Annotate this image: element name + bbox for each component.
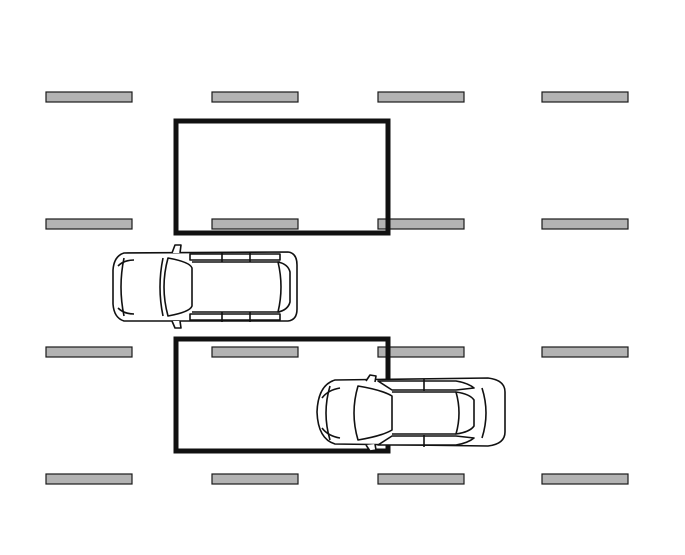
suv-side-window-bottom	[189, 313, 281, 321]
lane-mark	[377, 346, 465, 358]
lane-mark	[211, 473, 299, 485]
sedan-headlight-top	[321, 387, 341, 399]
suv-rear-window	[277, 261, 291, 313]
suv-body	[112, 251, 298, 322]
sedan-trunk	[481, 387, 487, 439]
suv-windshield	[163, 257, 193, 317]
lane-mark	[377, 91, 465, 103]
sedan-windshield	[353, 385, 393, 441]
sedan-mirror-top	[365, 374, 377, 383]
suv-vehicle	[112, 244, 298, 329]
suv-headlight-bottom	[117, 307, 135, 315]
lane-mark	[377, 218, 465, 230]
lane-mark	[211, 218, 299, 230]
lane-mark	[211, 346, 299, 358]
sedan-side-bottom	[377, 435, 475, 446]
lane-mark	[541, 473, 629, 485]
sedan-mirror-bottom	[365, 443, 377, 452]
upper-zone-outline	[173, 118, 391, 236]
suv-mirror-top	[171, 244, 182, 254]
sedan-headlight-bottom	[321, 427, 341, 439]
lane-mark	[45, 218, 133, 230]
lane-markings	[45, 91, 629, 485]
suv-hood-line	[159, 257, 164, 317]
lane-mark	[541, 218, 629, 230]
sedan-hood	[325, 385, 331, 441]
lane-mark	[541, 346, 629, 358]
suv-mirror-bottom	[171, 320, 182, 329]
lane-mark	[541, 91, 629, 103]
lane-mark	[45, 346, 133, 358]
sedan-vehicle	[316, 374, 506, 452]
suv-headlight-top	[117, 259, 135, 267]
lane-mark	[45, 473, 133, 485]
lane-mark	[45, 91, 133, 103]
lane-mark	[377, 473, 465, 485]
sedan-side-top	[377, 380, 475, 391]
sedan-rear-window	[455, 391, 475, 435]
suv-side-window-top	[189, 253, 281, 261]
lane-mark	[211, 91, 299, 103]
